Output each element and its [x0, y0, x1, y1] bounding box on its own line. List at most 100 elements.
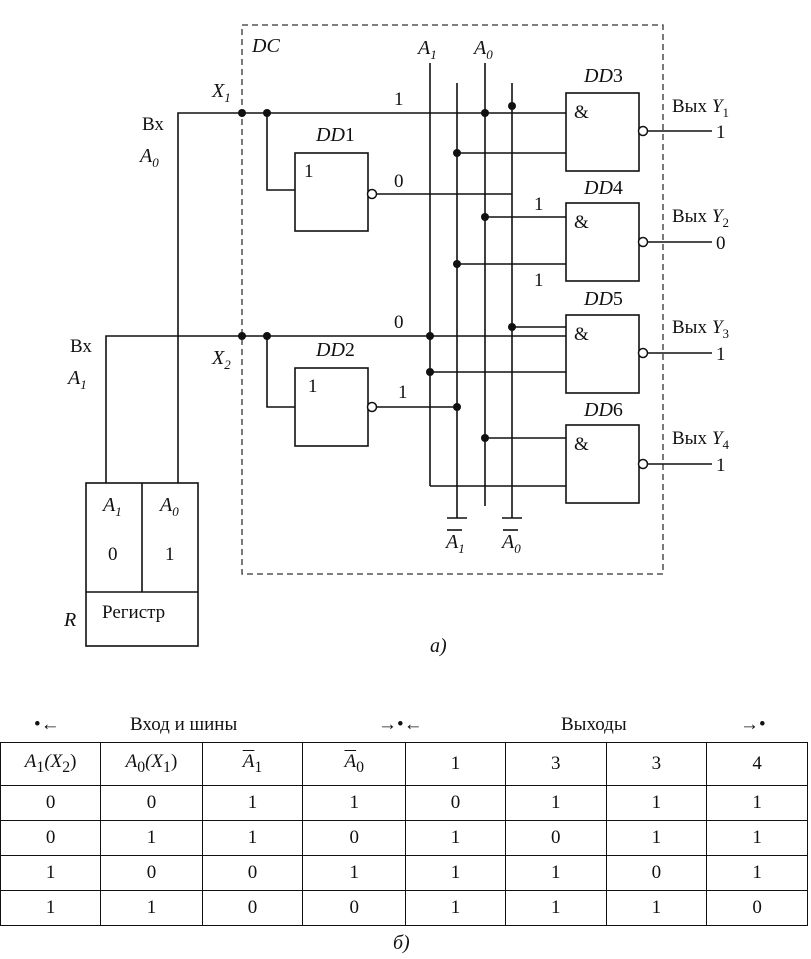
dd2-symbol: 1 — [308, 376, 318, 397]
group-outputs-label: Выходы — [561, 714, 627, 735]
register-cell-a1-label: A1 — [101, 494, 122, 519]
junction-dd5-na0 — [508, 323, 516, 331]
decoder-schematic: DC Вх A0 Вх A1 X1 X2 1 DD1 0 1 DD2 1 1 0… — [63, 24, 730, 657]
dc-boundary — [241, 24, 664, 575]
table-cell: 0 — [605, 855, 708, 891]
truth-table: A1(X2) A0(X1) A1 A0 1 3 3 4 0 0 1 1 0 1 … — [0, 742, 808, 926]
dd2-out-value: 1 — [398, 382, 408, 403]
table-group-header: •← Вход и шины →•← Выходы →• — [0, 714, 811, 740]
table-cell: 1 — [0, 855, 102, 891]
register-cell-a0-label: A0 — [158, 494, 179, 519]
table-cell: 1 — [405, 820, 506, 856]
table-cell: 0 — [0, 785, 102, 821]
table-cell: 0 — [504, 820, 607, 856]
input-label-a1: A1 — [66, 367, 87, 392]
dd3-out-value: 1 — [716, 122, 726, 143]
table-cell: 1 — [706, 855, 808, 891]
dd4-out-value: 0 — [716, 233, 726, 254]
table-cell: 1 — [302, 855, 407, 891]
wire-input-a1 — [105, 335, 566, 483]
table-cell: 0 — [0, 820, 102, 856]
dd3-name: DD3 — [583, 65, 623, 87]
dd5-inversion-bubble — [637, 347, 649, 359]
junction-x2 — [238, 332, 246, 340]
group-inputs-label: Вход и шины — [130, 714, 238, 735]
table-cell: 1 — [504, 890, 607, 926]
dd4-inversion-bubble — [637, 236, 649, 248]
dd4-symbol: & — [574, 212, 589, 233]
dd3-symbol: & — [574, 102, 589, 123]
junction-dd4-na1 — [453, 260, 461, 268]
dd5-symbol: & — [574, 324, 589, 345]
x1-label: X1 — [211, 80, 231, 105]
wire-input-a0 — [177, 112, 566, 483]
arrow-end: →• — [740, 714, 766, 735]
table-cell: 1 — [706, 820, 808, 856]
register-cell-a1-value: 0 — [108, 544, 118, 565]
header-not-a1: A1 — [201, 742, 304, 786]
dd1-inversion-bubble — [366, 188, 378, 200]
table-cell: 0 — [100, 855, 203, 891]
junction-dd6-a0 — [481, 434, 489, 442]
header-a1-x2: A1(X2) — [0, 742, 102, 786]
table-cell: 1 — [605, 820, 708, 856]
inverter-dd1 — [294, 152, 369, 232]
table-cell: 1 — [605, 890, 708, 926]
table-cell: 1 — [405, 890, 506, 926]
junction-x1 — [238, 109, 246, 117]
bus-label-top-a0: A0 — [472, 37, 493, 62]
header-out-2: 3 — [504, 742, 607, 786]
table-cell: 0 — [201, 855, 304, 891]
header-out-4: 4 — [706, 742, 808, 786]
table-cell: 1 — [201, 785, 304, 821]
table-cell: 1 — [100, 820, 203, 856]
arrow-start: •← — [34, 714, 60, 735]
caption-a: a) — [430, 635, 447, 657]
header-not-a0: A0 — [302, 742, 407, 786]
dd5-name: DD5 — [583, 288, 623, 310]
table-cell: 1 — [504, 855, 607, 891]
dd6-symbol: & — [574, 434, 589, 455]
dd1-symbol: 1 — [304, 161, 314, 182]
dd3-inversion-bubble — [637, 125, 649, 137]
register-name: Регистр — [102, 602, 165, 623]
table-cell: 1 — [504, 785, 607, 821]
wire-to-dd1 — [266, 113, 295, 191]
dd1-name: DD1 — [315, 124, 355, 146]
table-cell: 0 — [201, 890, 304, 926]
table-cell: 1 — [605, 785, 708, 821]
dd1-out-value: 0 — [394, 171, 404, 192]
inverter-dd2 — [294, 367, 369, 447]
table-cell: 0 — [706, 890, 808, 926]
junction-x1-a0 — [481, 109, 489, 117]
table-row: 0 0 1 1 0 1 1 1 — [0, 785, 808, 821]
input-label-vx-bottom: Вх — [70, 336, 92, 357]
dd4-name: DD4 — [583, 177, 623, 199]
table-cell: 1 — [100, 890, 203, 926]
table-cell: 1 — [302, 785, 407, 821]
caption-b: б) — [393, 932, 410, 954]
header-a0-x1: A0(X1) — [100, 742, 203, 786]
dd2-name: DD2 — [315, 339, 355, 361]
table-cell: 0 — [405, 785, 506, 821]
dc-label: DC — [251, 35, 280, 57]
dd2-inversion-bubble — [366, 401, 378, 413]
register-block: A1 0 A0 1 Регистр — [85, 482, 199, 647]
dd4-in2-value: 1 — [534, 270, 544, 291]
register-letter: R — [63, 609, 76, 631]
table-cell: 0 — [302, 820, 407, 856]
header-out-1: 1 — [405, 742, 506, 786]
junction-dd5-a1 — [426, 368, 434, 376]
dd6-out-value: 1 — [716, 455, 726, 476]
dd4-in1-value: 1 — [534, 194, 544, 215]
table-row: 0 1 1 0 1 0 1 1 — [0, 820, 808, 856]
arrow-mid: →•← — [378, 714, 423, 735]
table-cell: 1 — [0, 890, 102, 926]
dd6-name: DD6 — [583, 399, 623, 421]
